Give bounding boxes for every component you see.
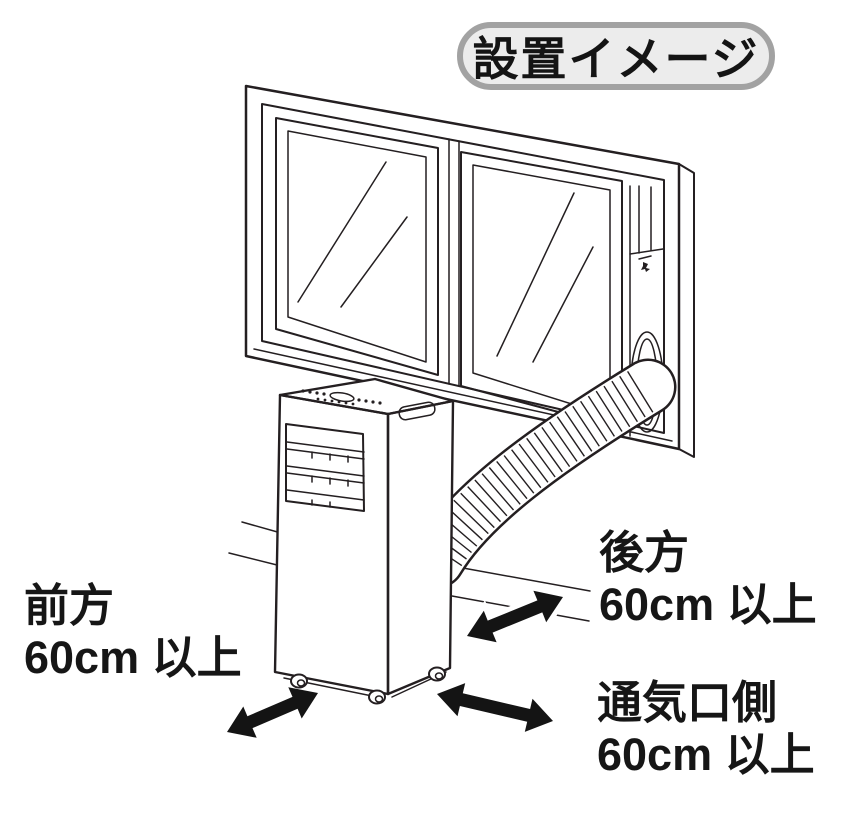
- floor-line-left-lower: [228, 552, 282, 567]
- control-panel: [301, 389, 382, 406]
- vent-clearance-arrow: [437, 683, 553, 732]
- rear-clearance-label: 後方 60cm 以上: [599, 527, 817, 631]
- display-window: [329, 391, 355, 403]
- floor-line-left-upper: [241, 521, 282, 534]
- screw-icon: [641, 262, 650, 272]
- clearance-arrows: [227, 583, 572, 738]
- louver-vent: [285, 423, 365, 512]
- window-inner-frame: [261, 103, 665, 434]
- floor-line-right-upper: [451, 565, 591, 592]
- vent-label-line1: 通気口側: [597, 677, 778, 728]
- front-clearance-arrow: [227, 687, 318, 738]
- unit-side-face: [386, 399, 455, 696]
- front-clearance-label: 前方 60cm 以上: [24, 580, 242, 684]
- vent-label-line2: 60cm 以上: [597, 729, 815, 780]
- glass-reflection-lines: [297, 161, 408, 308]
- title-badge-label: 設置イメージ: [472, 33, 760, 85]
- front-label-line1: 前方: [24, 580, 115, 631]
- vent-side-clearance-label: 通気口側 60cm 以上: [597, 677, 815, 781]
- rear-label-line1: 後方: [599, 527, 690, 578]
- rear-label-line2: 60cm 以上: [599, 579, 817, 630]
- window-pane-left: [275, 117, 439, 376]
- caster-wheels: [283, 666, 447, 705]
- window-frame-side-edge: [678, 163, 695, 458]
- window-mullion: [448, 138, 460, 387]
- window: [244, 84, 695, 458]
- glass-reflection-lines: [496, 192, 594, 363]
- rear-clearance-arrow: [467, 590, 563, 643]
- portable-air-conditioner: [273, 377, 455, 705]
- front-label-line2: 60cm 以上: [24, 632, 242, 683]
- unit-silhouette: [275, 379, 453, 694]
- title-badge: 設置イメージ: [457, 22, 775, 90]
- carry-handle: [398, 401, 436, 421]
